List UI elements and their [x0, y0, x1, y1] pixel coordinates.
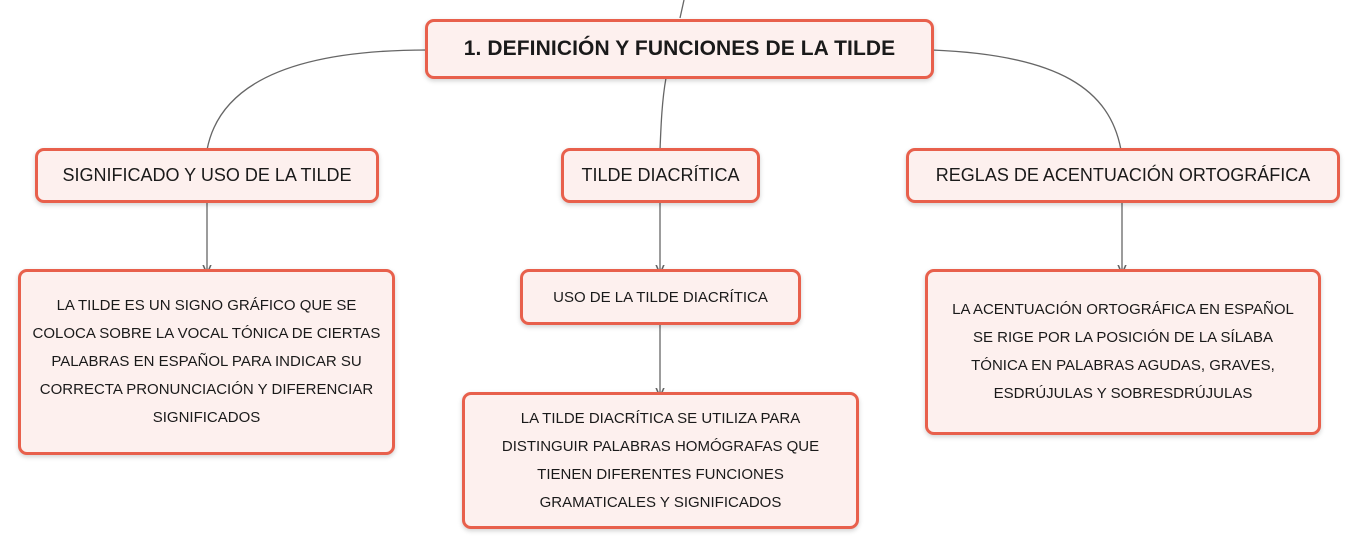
detail-node-reglas[interactable]: LA ACENTUACIÓN ORTOGRÁFICA EN ESPAÑOL SE…: [925, 269, 1321, 435]
connector-root-to-branch-3: [931, 49, 1122, 151]
detail-node-tilde-diacritica[interactable]: LA TILDE DIACRÍTICA SE UTILIZA PARA DIST…: [462, 392, 859, 529]
subtopic-node-uso-tilde-diacritica[interactable]: USO DE LA TILDE DIACRÍTICA: [520, 269, 801, 325]
detail-node-text: LA TILDE ES UN SIGNO GRÁFICO QUE SE COLO…: [32, 297, 381, 426]
branch-node-label: SIGNIFICADO Y USO DE LA TILDE: [62, 165, 352, 185]
root-node[interactable]: 1. DEFINICIÓN Y FUNCIONES DE LA TILDE: [425, 19, 934, 79]
branch-node-reglas[interactable]: REGLAS DE ACENTUACIÓN ORTOGRÁFICA: [906, 148, 1340, 203]
branch-node-label: REGLAS DE ACENTUACIÓN ORTOGRÁFICA: [935, 165, 1311, 185]
subtopic-node-label: USO DE LA TILDE DIACRÍTICA: [553, 288, 768, 306]
connector-root-to-branch-2: [659, 77, 667, 151]
connector-incoming: [679, 0, 685, 19]
branch-node-tilde-diacritica[interactable]: TILDE DIACRÍTICA: [561, 148, 760, 203]
root-node-label: 1. DEFINICIÓN Y FUNCIONES DE LA TILDE: [463, 37, 896, 60]
connector-root-to-branch-1: [206, 49, 428, 151]
detail-node-text: LA TILDE DIACRÍTICA SE UTILIZA PARA DIST…: [501, 409, 820, 511]
detail-node-text: LA ACENTUACIÓN ORTOGRÁFICA EN ESPAÑOL SE…: [952, 301, 1294, 402]
branch-node-label: TILDE DIACRÍTICA: [581, 165, 740, 185]
branch-node-significado[interactable]: SIGNIFICADO Y USO DE LA TILDE: [35, 148, 379, 203]
detail-node-significado[interactable]: LA TILDE ES UN SIGNO GRÁFICO QUE SE COLO…: [18, 269, 395, 455]
